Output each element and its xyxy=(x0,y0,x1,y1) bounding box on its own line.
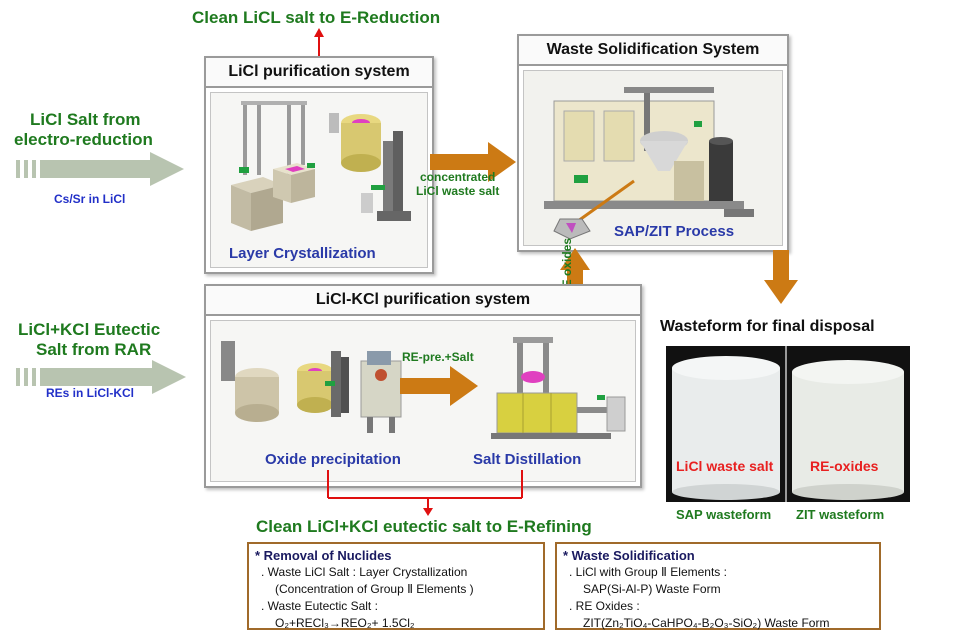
distillation-caption: Salt Distillation xyxy=(473,451,582,468)
oxide-distillation-equipment-illustration xyxy=(221,337,626,439)
removal-heading: * Removal of Nuclides xyxy=(255,548,392,563)
concentrated-arrow xyxy=(430,142,516,182)
sap-zit-equipment-illustration xyxy=(544,87,754,240)
waste-solidification-title: Waste Solidification System xyxy=(519,36,787,66)
removal-line3: . Waste Eutectic Salt : xyxy=(261,599,378,613)
solidification-line2: SAP(Si-Al-P) Waste Form xyxy=(583,582,721,596)
eutectic-purification-title: LiCl-KCl purification system xyxy=(206,286,640,316)
wasteform-photo: LiCl waste salt RE-oxides xyxy=(666,346,910,502)
to-wasteform-arrow xyxy=(764,250,798,304)
sap-wasteform-caption: SAP wasteform xyxy=(676,507,772,522)
input1-arrow xyxy=(16,152,184,186)
removal-of-nuclides-box: * Removal of Nuclides . Waste LiCl Salt … xyxy=(247,542,545,630)
waste-caption: SAP/ZIT Process xyxy=(614,223,735,240)
input1-sub: Cs/Sr in LiCl xyxy=(54,192,126,206)
input1-title-line1: LiCl Salt from xyxy=(30,110,141,129)
eutectic-equipment-area: Oxide precipitation Salt Distillation xyxy=(210,320,636,482)
input2-sub: REs in LiCl-KCl xyxy=(46,386,135,400)
solidification-line4: ZIT(Zn₂TiO₄-CaHPO₄-B₂O₃-SiO₂) Waste Form xyxy=(583,616,830,630)
input2-arrow xyxy=(16,360,186,394)
solidification-line1: . LiCl with Group Ⅱ Elements : xyxy=(569,565,727,579)
concentrated-label-line2: LiCl waste salt xyxy=(416,184,500,198)
solidification-heading: * Waste Solidification xyxy=(563,548,695,563)
concentrated-label-line1: concentrated xyxy=(420,170,496,184)
re-pre-salt-label: RE-pre.+Salt xyxy=(402,350,474,364)
bottom-output-label: Clean LiCl+KCl eutectic salt to E-Refini… xyxy=(256,517,592,536)
licl-purification-title: LiCl purification system xyxy=(206,58,432,88)
wasteform-cylinders-illustration xyxy=(672,346,904,502)
top-output-label: Clean LiCL salt to E-Reduction xyxy=(192,8,441,27)
re-oxides-wasteform-label: RE-oxides xyxy=(810,458,879,474)
zit-wasteform-caption: ZIT wasteform xyxy=(796,507,885,522)
re-pre-salt-arrow xyxy=(400,366,478,406)
licl-equipment-area: Layer Crystallization xyxy=(210,92,428,268)
eutectic-purification-panel: LiCl-KCl purification system xyxy=(204,284,642,488)
licl-caption: Layer Crystallization xyxy=(229,245,376,262)
solidification-line3: . RE Oxides : xyxy=(569,599,640,613)
removal-line4: O₂+RECl₃→REO₂+ 1.5Cl₂ xyxy=(275,616,415,630)
removal-line1: . Waste LiCl Salt : Layer Crystallizatio… xyxy=(261,565,468,579)
bottom-output-arrows xyxy=(327,470,523,516)
oxide-caption: Oxide precipitation xyxy=(265,451,401,468)
licl-purification-panel: LiCl purification system xyxy=(204,56,434,274)
licl-waste-salt-label: LiCl waste salt xyxy=(676,458,774,474)
input1-title-line2: electro-reduction xyxy=(14,130,153,149)
input2-title-line2: Salt from RAR xyxy=(36,340,152,359)
removal-line2: (Concentration of Group Ⅱ Elements ) xyxy=(275,582,474,596)
waste-solidification-panel: Waste Solidification System SAP/ZIT Proc… xyxy=(517,34,789,252)
layer-crystallization-equipment-illustration xyxy=(231,101,411,231)
top-output-arrow xyxy=(314,28,324,58)
waste-solidification-box: * Waste Solidification . LiCl with Group… xyxy=(555,542,881,630)
input2-title-line1: LiCl+KCl Eutectic xyxy=(18,320,161,339)
wasteform-title: Wasteform for final disposal xyxy=(660,318,875,335)
waste-equipment-area: SAP/ZIT Process xyxy=(523,70,783,246)
